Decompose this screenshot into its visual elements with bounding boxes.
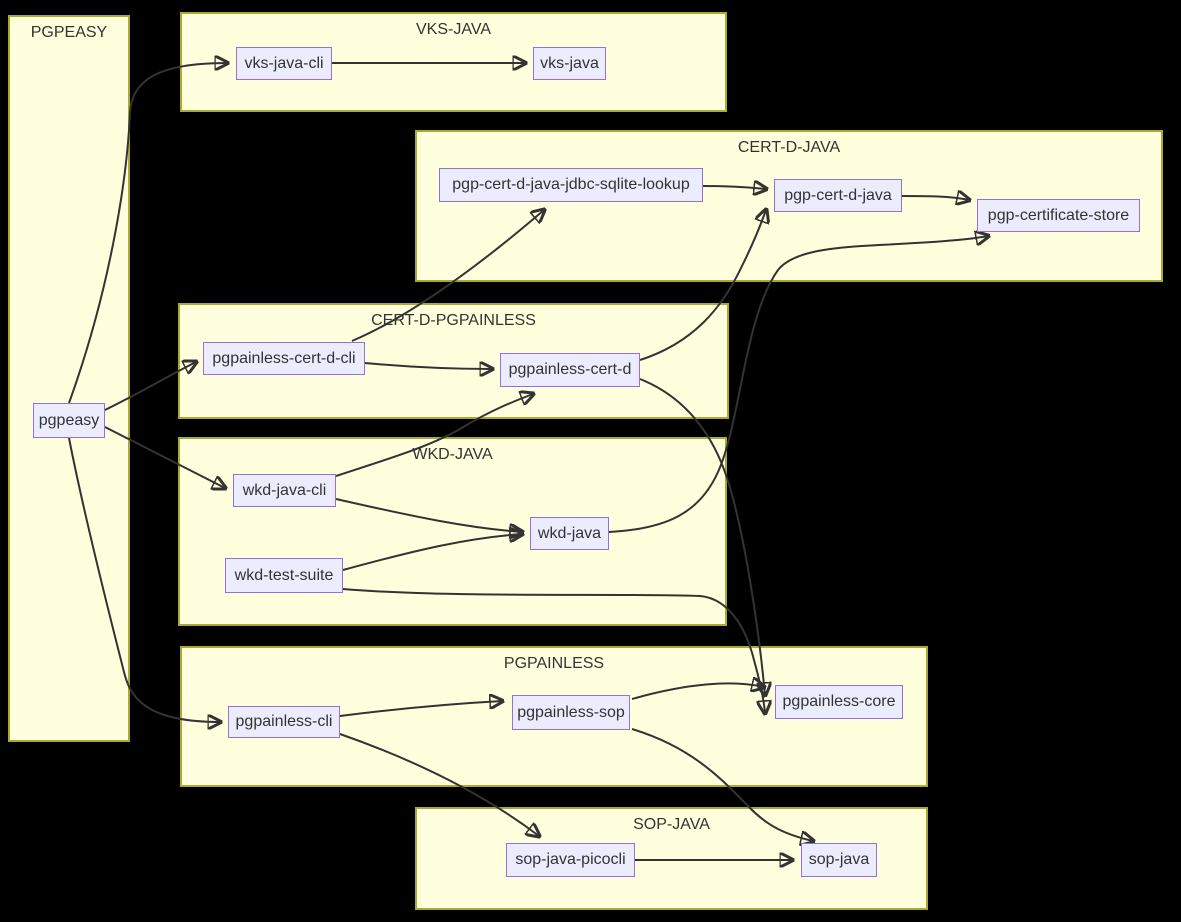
edge-wkd-java-cli-to-pgpainless-cert-d (335, 394, 533, 477)
node-sop-java: sop-java (801, 843, 877, 877)
edge-pgp-cert-d-java-jdbc-sqlite-lookup-to-pgp-cert-d-java (702, 186, 766, 189)
edge-pgpeasy-to-pgpainless-cli (68, 437, 220, 722)
edge-pgpainless-cert-d-cli-to-pgp-cert-d-java-jdbc-sqlite-lookup (351, 210, 544, 342)
cluster-label: SOP-JAVA (633, 816, 710, 833)
node-pgpainless-cert-d: pgpainless-cert-d (500, 353, 640, 387)
edge-pgpainless-cli-to-pgpainless-sop (339, 701, 502, 717)
node-vks-java-cli: vks-java-cli (236, 47, 332, 80)
edge-pgpainless-sop-to-pgpainless-core (631, 683, 764, 700)
node-pgpainless-cli: pgpainless-cli (228, 706, 340, 738)
edge-pgpainless-cert-d-to-pgpainless-core (639, 378, 765, 695)
edge-pgpainless-cert-d-to-pgp-cert-d-java (639, 210, 766, 361)
node-vks-java: vks-java (533, 47, 606, 80)
cluster-pgpeasy: PGPEASY (8, 15, 130, 742)
node-pgp-cert-d-java: pgp-cert-d-java (774, 179, 902, 212)
edge-wkd-java-to-pgp-certificate-store (608, 236, 988, 533)
cluster-label: VKS-JAVA (416, 21, 491, 38)
cluster-label: CERT-D-PGPAINLESS (371, 312, 536, 329)
cluster-label: CERT-D-JAVA (737, 139, 841, 156)
edge-pgpainless-cert-d-cli-to-pgpainless-cert-d (364, 363, 492, 369)
node-pgpainless-cert-d-cli: pgpainless-cert-d-cli (203, 342, 365, 375)
node-pgpainless-sop: pgpainless-sop (512, 695, 630, 730)
edge-pgpainless-sop-to-sop-java (631, 728, 813, 841)
node-sop-java-picocli: sop-java-picocli (506, 843, 635, 877)
edge-wkd-test-suite-to-pgpainless-core (342, 588, 765, 713)
edge-wkd-test-suite-to-wkd-java (342, 534, 522, 571)
edge-pgpeasy-to-vks-java-cli (68, 63, 227, 404)
node-pgp-cert-d-java-jdbc-sqlite-lookup: pgp-cert-d-java-jdbc-sqlite-lookup (439, 168, 703, 202)
node-pgp-certificate-store: pgp-certificate-store (977, 199, 1140, 232)
cluster-label: PGPEASY (30, 24, 108, 41)
edge-pgp-cert-d-java-to-pgp-certificate-store (901, 196, 969, 200)
cluster-label: PGPAINLESS (503, 655, 605, 672)
edge-wkd-java-cli-to-wkd-java (335, 498, 522, 532)
edge-pgpainless-cli-to-sop-java-picocli (339, 733, 539, 836)
node-pgpeasy: pgpeasy (33, 403, 105, 438)
cluster-label: WKD-JAVA (412, 446, 493, 463)
edge-pgpeasy-to-wkd-java-cli (104, 426, 225, 488)
node-wkd-java-cli: wkd-java-cli (233, 474, 336, 507)
edge-pgpeasy-to-pgpainless-cert-d-cli (104, 362, 196, 411)
node-pgpainless-core: pgpainless-core (775, 685, 903, 719)
node-wkd-test-suite: wkd-test-suite (225, 558, 343, 593)
node-wkd-java: wkd-java (530, 517, 609, 550)
